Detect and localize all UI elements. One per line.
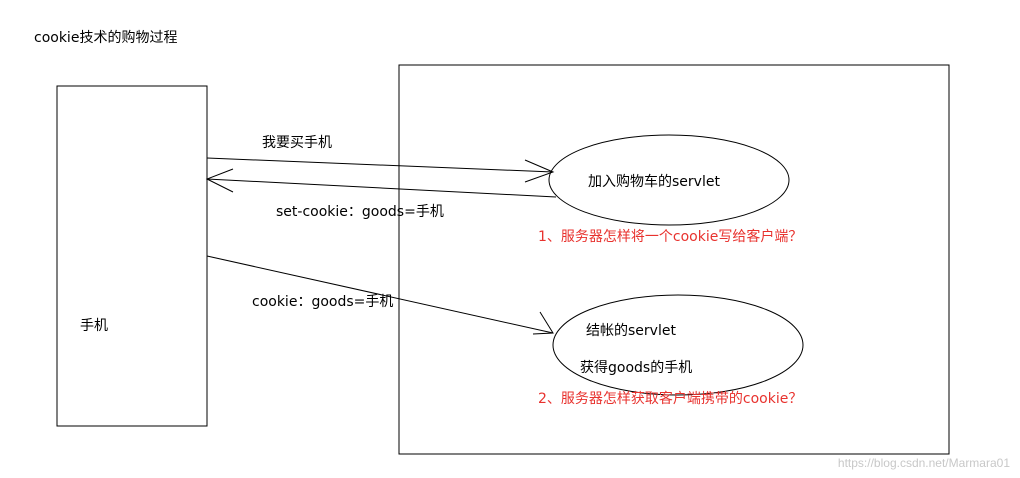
second-request-arrow-head bbox=[532, 311, 554, 335]
request-message-label: 我要买手机 bbox=[262, 135, 332, 151]
question-1: 1、服务器怎样将一个cookie写给客户端？ bbox=[538, 229, 803, 245]
server-box bbox=[398, 64, 950, 455]
response-arrow-head bbox=[205, 168, 234, 193]
second-request-arrow-line bbox=[206, 255, 554, 334]
response-arrow-line bbox=[206, 178, 557, 198]
watermark: https://blog.csdn.net/Marmara01 bbox=[837, 456, 1010, 470]
cart-servlet-label: 加入购物车的servlet bbox=[588, 174, 720, 190]
cart-servlet-ellipse bbox=[548, 134, 790, 226]
request-arrow-head bbox=[524, 159, 555, 183]
checkout-servlet-ellipse bbox=[552, 294, 804, 396]
question-2: 2、服务器怎样获取客户端携带的cookie？ bbox=[538, 391, 803, 407]
request-arrow-line bbox=[206, 157, 554, 173]
response-message-label: set-cookie：goods=手机 bbox=[276, 204, 444, 220]
client-label: 手机 bbox=[80, 318, 108, 334]
checkout-servlet-label: 结帐的servlet bbox=[586, 323, 676, 339]
diagram-title: cookie技术的购物过程 bbox=[34, 30, 178, 46]
client-box bbox=[56, 85, 208, 427]
checkout-servlet-sublabel: 获得goods的手机 bbox=[580, 360, 693, 376]
second-request-message-label: cookie：goods=手机 bbox=[252, 294, 394, 310]
